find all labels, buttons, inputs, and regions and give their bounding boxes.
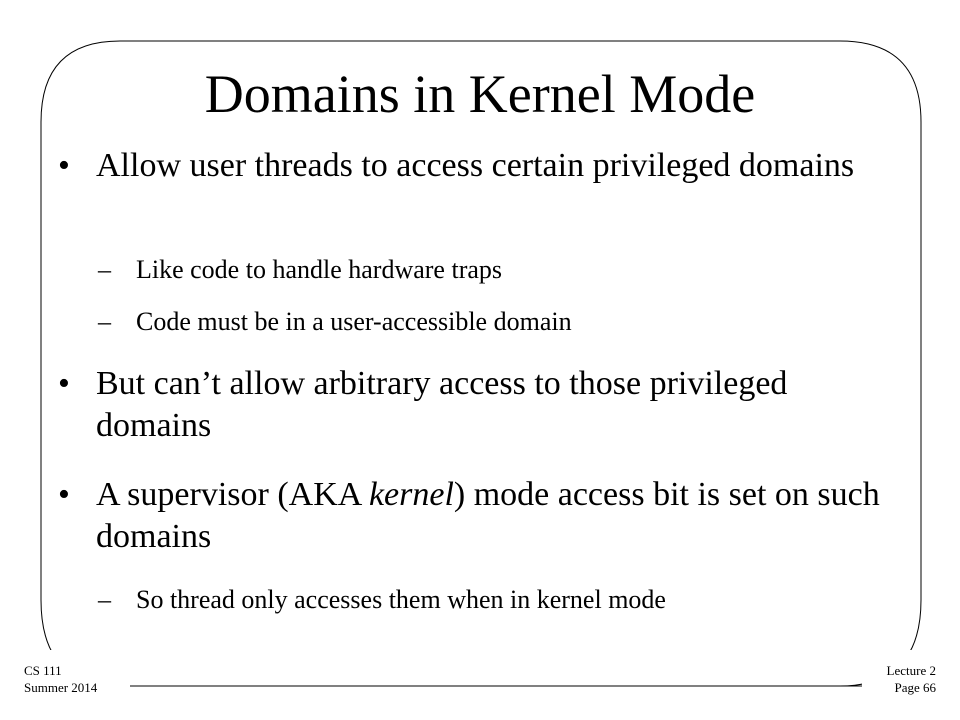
footer-course-name: CS 111 [24, 663, 62, 678]
subbullet-text: So thread only accesses them when in ker… [136, 585, 666, 614]
bullet-marker: • [58, 476, 70, 513]
bullet-3: • A supervisor (AKA kernel) mode access … [58, 474, 888, 558]
subbullet-text: Code must be in a user-accessible domain [136, 307, 572, 336]
subbullet-text: Like code to handle hardware traps [136, 255, 503, 284]
bullet-text-before: A supervisor (AKA [96, 476, 369, 513]
bullet-text-after: ) mode access bit is set on such domains [96, 476, 880, 555]
bullet-marker: • [58, 147, 70, 184]
bullet-text-italic: kernel [368, 476, 454, 513]
footer-lecture: Lecture 2 [886, 663, 936, 678]
footer-left-mask [0, 650, 130, 710]
subbullet-3: – So thread only accesses them when in k… [98, 584, 898, 616]
bullet-1: • Allow user threads to access certain p… [58, 145, 888, 187]
subbullet-marker: – [98, 307, 111, 336]
footer-page-number: Page 66 [894, 680, 936, 695]
bullet-text: A supervisor (AKA kernel) mode access bi… [58, 474, 888, 558]
footer-term: Summer 2014 [24, 680, 98, 695]
bullet-text: But can’t allow arbitrary access to thos… [96, 365, 788, 444]
slide-title: Domains in Kernel Mode [204, 64, 756, 124]
subbullet-marker: – [98, 585, 111, 614]
bullet-marker: • [58, 365, 70, 402]
bullet-text: Allow user threads to access certain pri… [96, 147, 855, 184]
subbullet-2: – Code must be in a user-accessible doma… [98, 306, 898, 338]
footer-right-mask [862, 650, 960, 710]
bullet-2: • But can’t allow arbitrary access to th… [58, 363, 888, 447]
footer-page-info: Lecture 2 Page 66 [887, 662, 936, 696]
subbullet-marker: – [98, 255, 111, 284]
footer-course: CS 111 Summer 2014 [24, 662, 97, 696]
subbullet-1: – Like code to handle hardware traps [98, 254, 898, 286]
